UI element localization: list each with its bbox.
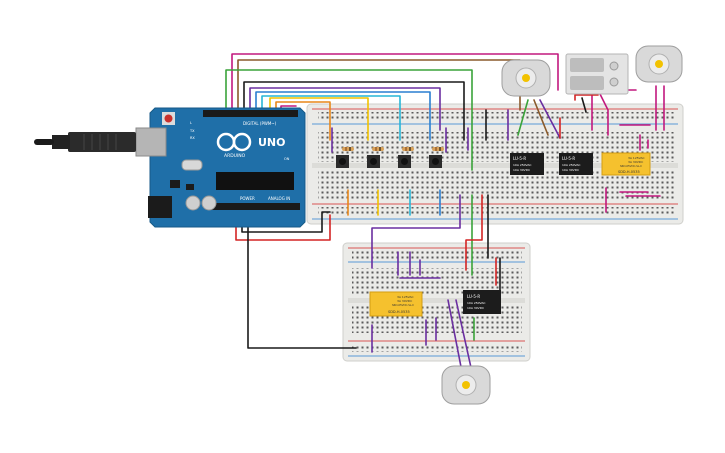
resistors [342, 147, 444, 151]
uno-label: UNO [258, 136, 286, 149]
arduino-logo-text: ARDUINO [224, 153, 246, 159]
main-breadboard [306, 103, 684, 225]
push-buttons [336, 155, 442, 168]
rx-label: RX [190, 136, 195, 140]
analog-label: ANALOG IN [268, 196, 290, 201]
push-button-icon [398, 155, 411, 168]
dc-motor-icon [441, 365, 491, 405]
dc-motor-icon [501, 59, 551, 97]
relay-black-2: LU-5-R 10A 250VAC 10A 30VDC [559, 153, 593, 175]
relay-black-1: LU-5-R 10A 250VAC 10A 30VDC [510, 153, 544, 175]
relay-label: LU-5-R [513, 156, 526, 161]
push-button-icon [336, 155, 349, 168]
resistor-icon [432, 147, 444, 151]
relay-rating: 3A 30VDC [628, 160, 643, 164]
dc-motor-icon [635, 45, 683, 83]
relay-yellow-2: 3A 125VAC 3A 30VDC SRD-05VDC-SL-C SDD-H-… [369, 291, 423, 317]
relay-black-3: LU-5-R 10A 250VAC 10A 30VDC [463, 290, 501, 314]
power-label: POWER [240, 196, 255, 201]
battery-holder-icon [565, 53, 629, 95]
relay-rating: 3A 125VAC [397, 295, 414, 299]
wires [225, 53, 665, 373]
tx-label: TX [189, 129, 195, 133]
push-button-icon [429, 155, 442, 168]
relay-model: SDD-H-0535 [388, 310, 410, 314]
relay-rating: SRD-05VDC-SL-C [620, 164, 642, 168]
relay-rating: 10A 30VDC [513, 168, 530, 172]
digital-label: DIGITAL (PWM~) [243, 121, 277, 126]
resistor-icon [342, 147, 354, 151]
arduino-uno-board: UNO ARDUINO DIGITAL (PWM~) POWER ANALOG … [135, 107, 306, 228]
relay-label: LU-5-R [562, 156, 575, 161]
push-button-icon [367, 155, 380, 168]
relay-rating: 3A 125VAC [628, 156, 645, 160]
relay-rating: 10A 250VAC [467, 301, 486, 305]
relay-label: LU-5-R [467, 294, 480, 299]
relay-rating: 3A 30VDC [397, 299, 412, 303]
l-label: L [190, 121, 192, 125]
relay-rating: 10A 250VAC [513, 163, 532, 167]
on-label: ON [284, 157, 290, 161]
arduino-logo-icon [216, 132, 252, 152]
relay-model: SDD-H-0535 [618, 170, 640, 174]
relay-yellow-1: 3A 125VAC 3A 30VDC SRD-05VDC-SL-C SDD-H-… [601, 152, 651, 176]
resistor-icon [402, 147, 414, 151]
relay-rating: 10A 30VDC [467, 306, 484, 310]
usb-plug-icon [34, 132, 136, 152]
relay-rating: 10A 30VDC [562, 168, 579, 172]
relay-rating: 10A 250VAC [562, 163, 581, 167]
resistor-icon [372, 147, 384, 151]
relay-rating: SRD-05VDC-SL-C [392, 303, 414, 307]
